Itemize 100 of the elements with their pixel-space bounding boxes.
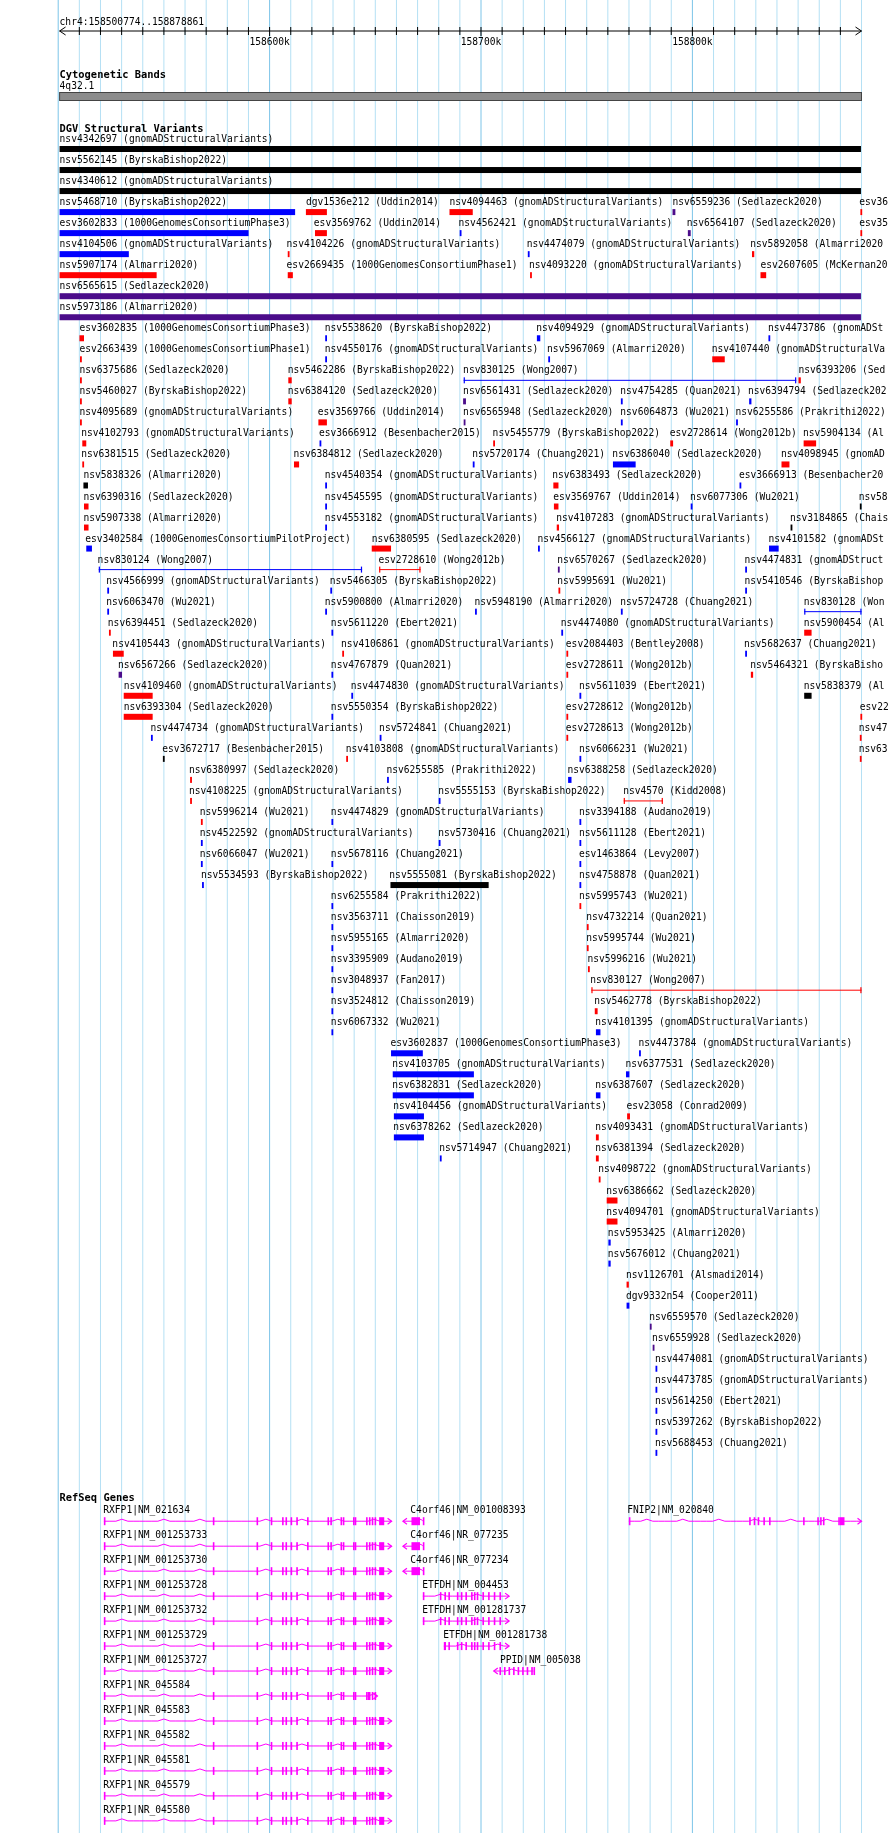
variant-label: nsv4106861 (gnomADStructuralVariants) <box>341 637 555 650</box>
variant-label: nsv5953425 (Almarri2020) <box>607 1226 747 1239</box>
variant-label: nsv4474829 (gnomADStructuralVariants) <box>330 805 545 818</box>
variant-label: nsv5611128 (Ebert2021) <box>578 827 706 839</box>
variant-label: esv2728612 (Wong2012b) <box>565 700 693 713</box>
gene-label: RXFP1|NM_001253730 <box>103 1554 208 1567</box>
variant-label: nsv6394794 (Sedlazeck202 <box>748 385 887 398</box>
variant-label: nsv4732214 (Quan2021) <box>586 911 708 924</box>
variant-label: nsv6063470 (Wu2021) <box>106 595 216 608</box>
gene-label: RXFP1|NM_001253732 <box>103 1604 208 1617</box>
variant-label: nsv4093220 (gnomADStructuralVariants) <box>528 259 743 272</box>
variant-label: esv3666913 (Besenbacher20 <box>738 469 884 482</box>
variant-label: nsv6559928 (Sedlazeck2020) <box>652 1331 803 1344</box>
variant-label: nsv830125 (Wong2007) <box>463 364 579 377</box>
variant-label: nsv5730416 (Chuang2021) <box>438 827 571 839</box>
variant-label: nsv4094701 (gnomADStructuralVariants) <box>606 1205 820 1218</box>
variant-label: nsv5538620 (ByrskaBishop2022) <box>324 322 493 335</box>
variant-label: nsv6386040 (Sedlazeck2020) <box>612 448 763 461</box>
position-label: chr4:158500774..158878861 <box>59 15 204 28</box>
variant-label: nsv6066047 (Wu2021) <box>199 848 310 860</box>
variant-label: esv3602837 (1000GenomesConsortiumPhase3) <box>390 1037 622 1050</box>
variant-label: nsv5550354 (ByrskaBishop2022) <box>330 700 499 713</box>
variant-label: nsv6381394 (Sedlazeck2020) <box>595 1142 746 1155</box>
variant-label: nsv5996214 (Wu2021) <box>199 805 310 818</box>
variant-label: nsv5468710 (ByrskaBishop2022) <box>59 196 228 209</box>
variant-label: nsv5534593 (ByrskaBishop2022) <box>200 869 369 882</box>
variant-label: nsv5562145 (ByrskaBishop2022) <box>59 154 228 166</box>
variant-label: nsv4473786 (gnomADSt <box>767 322 884 335</box>
variant-label: nsv5907338 (Almarri2020) <box>83 511 223 524</box>
variant-label: nsv5955165 (Almarri2020) <box>330 932 470 945</box>
variant-label: nsv4474080 (gnomADStructuralVariants) <box>560 616 775 629</box>
variant-label: nsv4342697 (gnomADStructuralVariants) <box>59 133 274 145</box>
variant-label: nsv5900454 (Al <box>803 616 885 629</box>
variant-label: esv3666912 (Besenbacher2015) <box>318 427 481 440</box>
variant-label: nsv5995744 (Wu2021) <box>586 932 696 945</box>
variant-label: esv35 <box>859 217 889 230</box>
variant-label: nsv6382831 (Sedlazeck2020) <box>392 1079 543 1092</box>
variant-label: nsv6390316 (Sedlazeck2020) <box>83 490 234 503</box>
gene-label: RXFP1|NR_045579 <box>103 1778 190 1791</box>
variant-label: nsv5967069 (Almarri2020) <box>547 343 686 356</box>
variant-label: esv2728611 (Wong2012b) <box>565 658 693 671</box>
variant-label: nsv5455779 (ByrskaBishop2022) <box>492 427 661 440</box>
variant-label: nsv4474734 (gnomADStructuralVariants) <box>150 721 365 734</box>
variant-label: nsv4105443 (gnomADStructuralVariants) <box>112 637 327 650</box>
track-title: DGV Structural Variants <box>59 121 204 134</box>
track-title: RefSeq Genes <box>59 1491 135 1504</box>
variant-label: nsv4473784 (gnomADStructuralVariants) <box>638 1037 853 1050</box>
variant-label: nsv3184865 (Chais <box>790 511 889 524</box>
gene-label: RXFP1|NM_001253733 <box>103 1529 208 1542</box>
variant-label: nsv6567266 (Sedlazeck2020) <box>118 658 269 671</box>
variant-label: nsv6559570 (Sedlazeck2020) <box>649 1310 800 1323</box>
variant-label: nsv5724841 (Chuang2021) <box>379 721 512 734</box>
variant-label: nsv6570267 (Sedlazeck2020) <box>557 553 708 566</box>
variant-label: nsv3395909 (Audano2019) <box>330 953 464 966</box>
variant-label: esv2728614 (Wong2012b) <box>669 427 797 440</box>
variant-label: nsv6380595 (Sedlazeck2020) <box>371 532 522 545</box>
gene-label: RXFP1|NR_045583 <box>103 1704 190 1716</box>
variant-label: nsv4474831 (gnomADStruct <box>744 553 884 566</box>
variant-label: nsv5410546 (ByrskaBishop <box>744 574 884 587</box>
track-title: Cytogenetic Bands <box>59 67 166 80</box>
variant-label: nsv4473785 (gnomADStructuralVariants) <box>654 1373 869 1386</box>
variant-label: nsv6386662 (Sedlazeck2020) <box>606 1184 757 1197</box>
variant-label: nsv4540354 (gnomADStructuralVariants) <box>324 469 539 482</box>
variant-label: nsv6255586 (Prakrithi2022) <box>735 406 886 419</box>
variant-label: nsv4101582 (gnomADSt <box>768 532 884 545</box>
variant-label: esv2084403 (Bentley2008) <box>565 637 705 650</box>
variant-label: nsv6564107 (Sedlazeck2020) <box>686 217 837 230</box>
variant-label: esv2663439 (1000GenomesConsortiumPhase1) <box>79 343 311 356</box>
variant-label: nsv4104226 (gnomADStructuralVariants) <box>286 238 501 251</box>
variant-label: nsv4094929 (gnomADStructuralVariants) <box>536 322 751 335</box>
variant-label: nsv5682637 (Chuang2021) <box>744 637 877 650</box>
variant-label: nsv5460027 (ByrskaBishop2022) <box>79 385 247 398</box>
variant-label: nsv5678116 (Chuang2021) <box>330 848 464 860</box>
variant-label: nsv5614250 (Ebert2021) <box>654 1394 782 1407</box>
variant-label: nsv6384120 (Sedlazeck2020) <box>287 385 438 398</box>
gene-label: RXFP1|NM_001253727 <box>103 1654 208 1667</box>
variant-label: nsv6565615 (Sedlazeck2020) <box>59 280 210 293</box>
gene-label: ETFDH|NM_004453 <box>422 1579 509 1592</box>
variant-label: nsv6377531 (Sedlazeck2020) <box>625 1058 776 1071</box>
variant-label: nsv3524812 (Chaisson2019) <box>330 995 476 1008</box>
variant-label: nsv4104506 (gnomADStructuralVariants) <box>59 238 274 251</box>
variant-label: nsv5688453 (Chuang2021) <box>654 1436 788 1449</box>
tick-label: 158600k <box>249 35 290 48</box>
variant-label: nsv5995743 (Wu2021) <box>578 890 689 903</box>
variant-label: nsv1126701 (Alsmadi2014) <box>626 1268 765 1281</box>
variant-label: nsv5397262 (ByrskaBishop2022) <box>654 1415 823 1428</box>
variant-label: nsv830128 (Won <box>803 595 885 608</box>
variant-label: nsv4109460 (gnomADStructuralVariants) <box>123 679 338 692</box>
variant-label: nsv5464321 (ByrskaBisho <box>750 658 884 671</box>
variant-label: nsv5676012 (Chuang2021) <box>607 1247 741 1260</box>
variant-label: nsv47 <box>858 721 888 734</box>
variant-label: nsv4107283 (gnomADStructuralVariants) <box>556 511 770 524</box>
variant-label: nsv5907174 (Almarri2020) <box>59 259 199 272</box>
variant-label: dgv9332n54 (Cooper2011) <box>626 1289 759 1302</box>
variant-label: esv3602835 (1000GenomesConsortiumPhase3) <box>79 322 311 335</box>
variant-label: nsv4101395 (gnomADStructuralVariants) <box>595 1016 810 1029</box>
variant-label: esv22 <box>859 700 889 713</box>
variant-label: nsv830127 (Wong2007) <box>590 974 706 987</box>
variant-label: nsv5466305 (ByrskaBishop2022) <box>329 574 498 587</box>
variant-label: esv3602833 (1000GenomesConsortiumPhase3) <box>59 217 291 230</box>
